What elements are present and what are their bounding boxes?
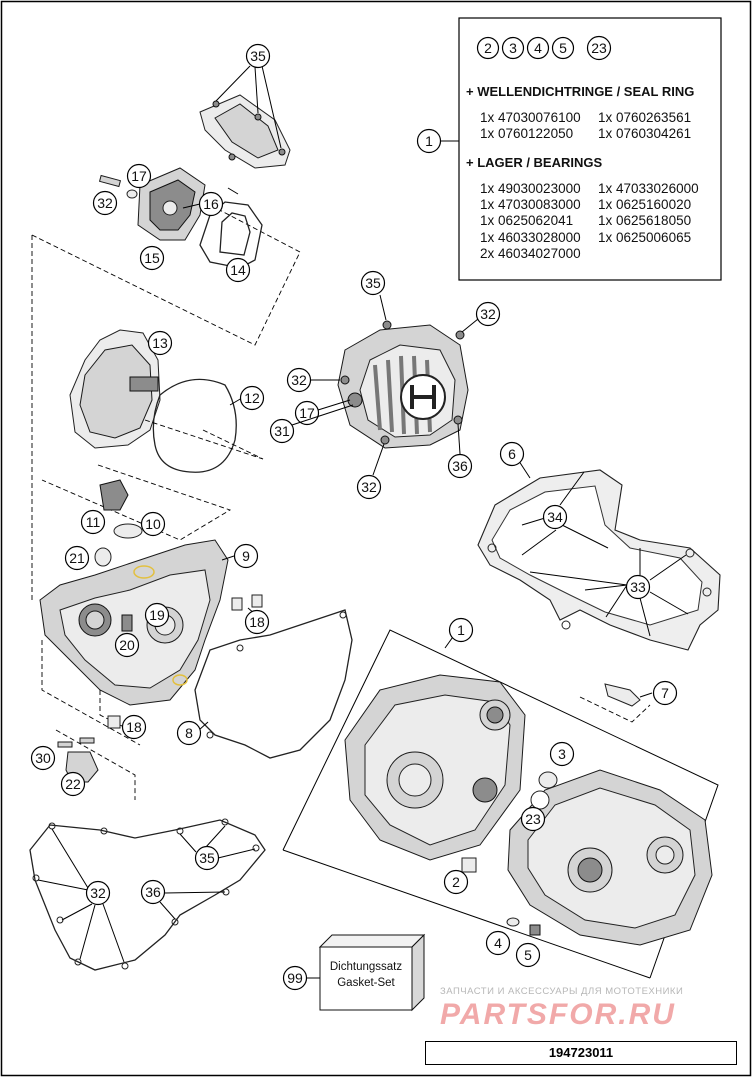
drain-plug-group: 30 22 — [30, 729, 136, 800]
seal-part-number: 1x 0760263561 — [598, 110, 691, 125]
callout-36: 36 — [145, 884, 161, 900]
gasket-set: Dichtungssatz Gasket-Set 99 — [282, 933, 426, 1012]
callout-19: 19 — [149, 607, 165, 623]
callout-3: 3 — [558, 746, 566, 762]
callout-16: 16 — [203, 196, 219, 212]
water-pump-group: 35 32 17 16 15 14 — [31, 43, 301, 600]
callout-32: 32 — [90, 885, 106, 901]
group-number: 2 — [484, 40, 492, 56]
callout-17: 17 — [299, 405, 315, 421]
group-number-circles: 2 3 4 5 23 — [476, 35, 612, 61]
callout-17: 17 — [131, 168, 147, 184]
seal-ring-title: + WELLENDICHTRINGE / SEAL RING — [466, 84, 694, 99]
callout-13: 13 — [152, 335, 168, 351]
seal-part-number: 1x 47030076100 — [480, 110, 581, 125]
callout-32: 32 — [97, 195, 113, 211]
callout-18: 18 — [249, 614, 265, 630]
clutch-cover-o-ring — [152, 378, 237, 473]
bearing-part-number: 1x 0625006065 — [598, 230, 691, 245]
callout-7: 7 — [661, 685, 669, 701]
callout-11: 11 — [86, 514, 101, 530]
gasket-set-box — [319, 946, 413, 1011]
clutch-cover-gasket: 8 — [176, 609, 353, 759]
callout-5: 5 — [524, 947, 532, 963]
info-box-frame — [458, 17, 722, 281]
bearings-title: + LAGER / BEARINGS — [466, 155, 602, 170]
callout-10: 10 — [145, 516, 161, 532]
bearing-part-number: 1x 0625160020 — [598, 197, 691, 212]
callout-32: 32 — [291, 372, 307, 388]
callout-34: 34 — [547, 509, 563, 525]
watermark-logo: PARTSFOR.RU — [440, 998, 676, 1031]
lower-gasket — [29, 819, 266, 971]
gasket-set-label-de: Dichtungssatz — [330, 961, 402, 973]
seal-part-number: 1x 0760304261 — [598, 126, 691, 141]
ignition-cover-group: 35 32 32 17 31 36 32 — [269, 270, 501, 500]
bearing-part-number: 1x 0625618050 — [598, 213, 691, 228]
group-number: 4 — [534, 40, 542, 56]
dowel-pin-part — [604, 683, 641, 707]
callout-21: 21 — [69, 550, 85, 566]
callout-33: 33 — [630, 579, 646, 595]
callout-14: 14 — [230, 262, 246, 278]
bearing-part-number: 1x 0625062041 — [480, 213, 573, 228]
callout-35: 35 — [250, 48, 266, 64]
seal-part-number: 1x 0760122050 — [480, 126, 573, 141]
group-number: 3 — [509, 40, 517, 56]
callout-30: 30 — [35, 750, 51, 766]
callout-18: 18 — [126, 719, 142, 735]
watermark-tagline: ЗАПЧАСТИ И АКСЕССУАРЫ ДЛЯ МОТОТЕХНИКИ — [440, 986, 684, 997]
callout-2: 2 — [452, 874, 460, 890]
lower-gasket-group: 35 32 36 — [29, 818, 266, 971]
callout-22: 22 — [65, 776, 81, 792]
info-box: 2 3 4 5 23 + WELLENDICHTRINGE / SEAL RIN… — [416, 17, 722, 281]
callout-32: 32 — [361, 479, 377, 495]
crankcase-group: 1 7 3 23 2 4 5 — [282, 617, 719, 979]
crankcase-gasket: 6 34 33 — [477, 441, 721, 651]
callout-35: 35 — [199, 850, 215, 866]
callout-1: 1 — [457, 622, 465, 638]
callout-99: 99 — [287, 970, 303, 986]
callout-20: 20 — [119, 637, 135, 653]
callout-1-info: 1 — [425, 133, 433, 149]
gasket-set-label-en: Gasket-Set — [337, 977, 395, 989]
bearing-part-number: 1x 47030083000 — [480, 197, 581, 212]
callout-9: 9 — [242, 548, 250, 564]
callout-8: 8 — [185, 725, 193, 741]
callout-36: 36 — [452, 458, 468, 474]
outer-clutch-cover-group: 13 12 — [69, 329, 265, 473]
callout-31: 31 — [274, 423, 290, 439]
oil-filler-plug — [99, 479, 129, 511]
clutch-cover-group: 11 10 21 9 18 19 20 18 — [39, 464, 270, 746]
bearing-part-number: 1x 47033026000 — [598, 181, 699, 196]
callout-12: 12 — [244, 390, 260, 406]
bearing-part-number: 1x 46033028000 — [480, 230, 581, 245]
diagram-id-label: 194723011 — [425, 1041, 737, 1065]
callout-32: 32 — [480, 306, 496, 322]
group-number: 23 — [591, 40, 607, 56]
callout-23: 23 — [525, 811, 541, 827]
group-number: 5 — [559, 40, 567, 56]
callout-15: 15 — [144, 250, 160, 266]
bearing-part-number: 2x 46034027000 — [480, 246, 581, 261]
callout-35: 35 — [365, 275, 381, 291]
callout-4: 4 — [494, 935, 502, 951]
callout-6: 6 — [508, 446, 516, 462]
bearing-part-number: 1x 49030023000 — [480, 181, 581, 196]
